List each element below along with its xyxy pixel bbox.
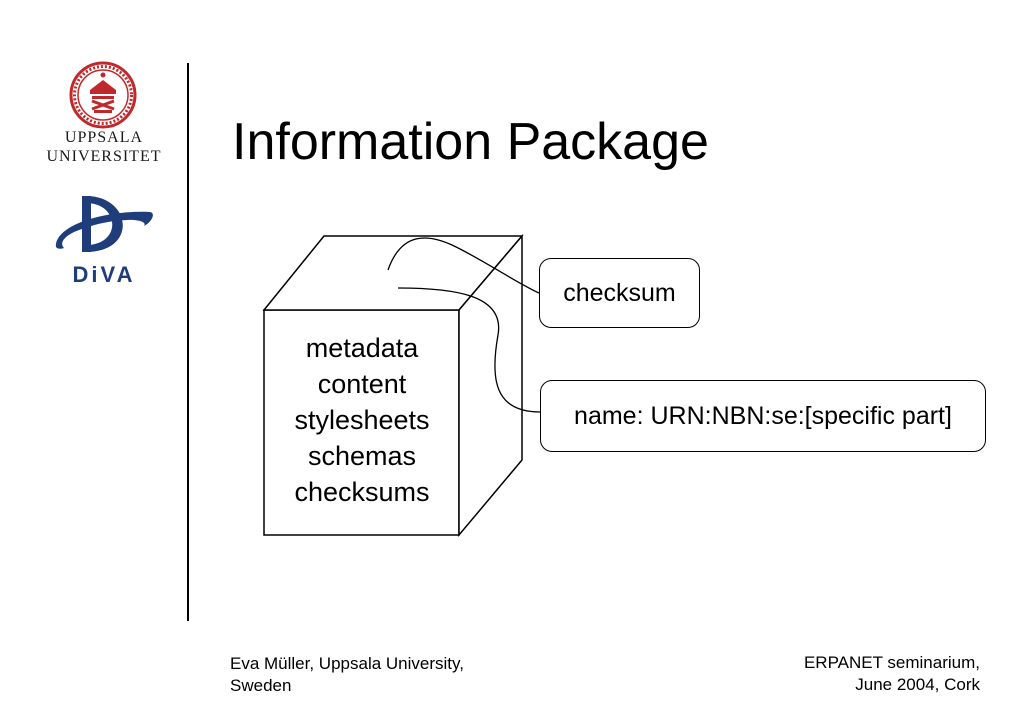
checksum-connector bbox=[387, 237, 540, 294]
university-name-line1: UPPSALA bbox=[64, 129, 144, 146]
name-label: name: URN:NBN:se:[specific part] bbox=[574, 401, 952, 430]
package-item-content: content bbox=[317, 369, 407, 399]
package-contents: metadata content stylesheets schemas che… bbox=[264, 330, 460, 510]
name-label-box: name: URN:NBN:se:[specific part] bbox=[540, 380, 986, 452]
name-connector bbox=[397, 287, 541, 413]
university-name-line2: UNIVERSITET bbox=[46, 148, 162, 165]
footer-left-line1: Eva Müller, Uppsala University, bbox=[230, 654, 464, 673]
package-item-stylesheets: stylesheets bbox=[294, 405, 430, 435]
uppsala-university-seal-icon bbox=[68, 60, 138, 130]
diva-logo-icon: DiVA bbox=[52, 192, 156, 287]
footer-author: Eva Müller, Uppsala University, Sweden bbox=[230, 653, 540, 697]
footer-event: ERPANET seminarium, June 2004, Cork bbox=[804, 652, 980, 696]
footer-left-line2: Sweden bbox=[230, 676, 292, 695]
vertical-divider bbox=[187, 63, 189, 621]
diva-logo-text: DiVA bbox=[73, 262, 136, 286]
checksum-label: checksum bbox=[563, 278, 676, 307]
checksum-label-box: checksum bbox=[539, 258, 700, 328]
footer-right-line2: June 2004, Cork bbox=[855, 675, 980, 694]
package-item-checksums: checksums bbox=[294, 477, 430, 507]
package-item-schemas: schemas bbox=[307, 441, 417, 471]
page-title: Information Package bbox=[232, 113, 709, 171]
package-item-metadata: metadata bbox=[305, 333, 419, 363]
footer-right-line1: ERPANET seminarium, bbox=[803, 653, 980, 672]
package-box-side bbox=[458, 233, 523, 538]
